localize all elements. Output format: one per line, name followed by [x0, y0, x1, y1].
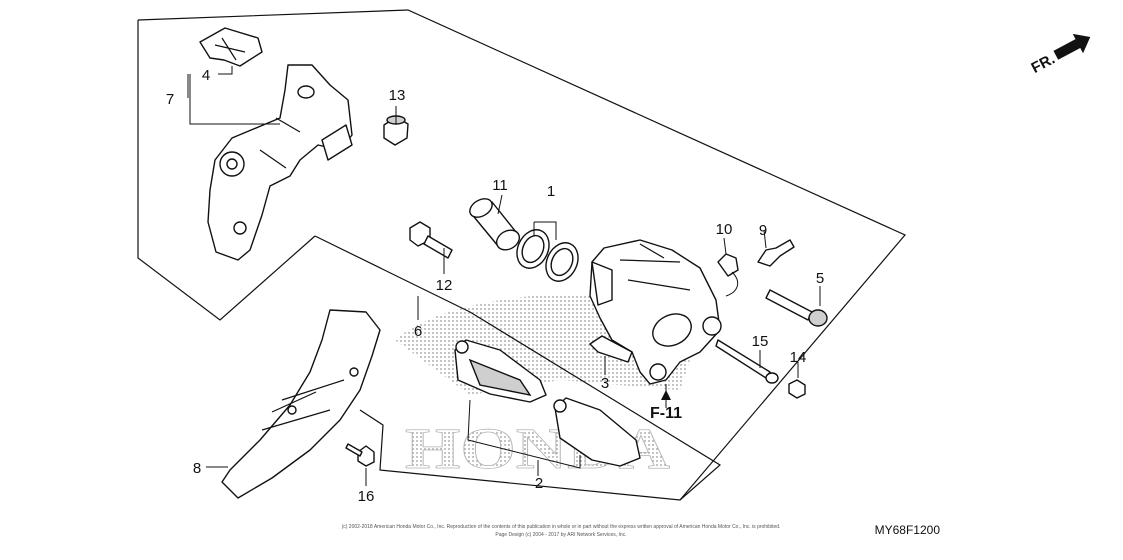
caliper-outline — [314, 235, 722, 501]
slide-pin — [715, 339, 779, 384]
callout-16: 16 — [358, 488, 375, 505]
reference-arrow — [661, 390, 671, 400]
callout-2: 2 — [535, 475, 543, 492]
callout-11: 11 — [492, 177, 508, 194]
callout-10: 10 — [716, 221, 733, 238]
callout-1: 1 — [547, 183, 555, 200]
caliper-body — [589, 239, 722, 385]
piston — [469, 198, 521, 251]
front-arrow-icon — [1053, 33, 1091, 60]
callout-3: 3 — [601, 375, 609, 392]
callout-5: 5 — [816, 270, 824, 287]
callout-labels: 1 2 3 4 5 6 7 8 9 10 11 12 13 14 15 16 — [166, 67, 824, 505]
reference-label: F-11 — [650, 405, 682, 422]
orientation-label: FR. — [1029, 51, 1058, 77]
brake-pad-set — [454, 339, 641, 469]
front-direction-indicator: FR. — [1029, 33, 1091, 77]
callout-14: 14 — [790, 349, 807, 366]
callout-4: 4 — [202, 67, 210, 84]
callout-15: 15 — [752, 333, 769, 350]
cover-bolt — [345, 443, 375, 467]
disc-cover — [221, 309, 381, 499]
pad-retainer — [589, 335, 633, 363]
copyright-line-2: Page Design (c) 2004 - 2017 by ARI Netwo… — [495, 532, 626, 538]
copyright-line-1: (c) 2002-2018 American Honda Motor Co., … — [342, 524, 781, 530]
callout-8: 8 — [193, 460, 201, 477]
pad-pin — [765, 289, 828, 327]
callout-9: 9 — [759, 222, 767, 239]
flange-bolt — [409, 221, 453, 259]
caliper-bracket — [207, 64, 353, 261]
diagram-code: MY68F1200 — [875, 523, 941, 537]
callout-6: 6 — [414, 323, 422, 340]
callout-7: 7 — [166, 91, 174, 108]
piston-seal-set — [516, 229, 579, 282]
pin-plug — [383, 115, 409, 146]
pad-spring-clip — [199, 27, 263, 67]
callout-13: 13 — [389, 87, 406, 104]
callout-12: 12 — [436, 277, 453, 294]
lock-nut — [788, 379, 806, 399]
bleeder-cap — [717, 253, 739, 297]
bleeder-screw — [757, 239, 795, 267]
